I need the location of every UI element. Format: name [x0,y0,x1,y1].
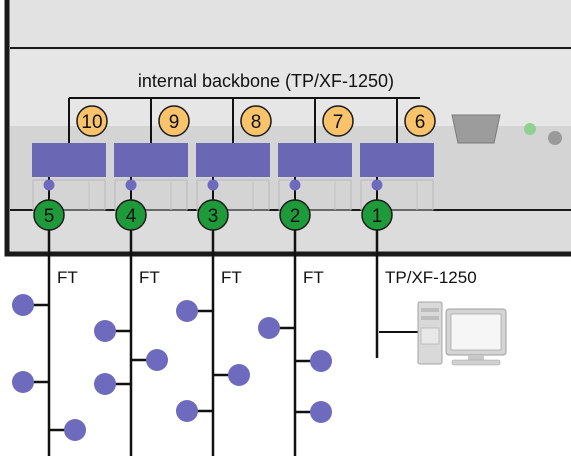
internal-backbone: internal backbone (TP/XF-1250) [68,71,420,143]
channel-port-badge-2: 2 [279,199,311,231]
backbone-port-number: 7 [333,112,344,133]
router-port-dot [125,179,137,191]
backbone-port-badge-7: 7 [322,105,354,137]
chassis-top-band [10,0,571,48]
device-node [310,401,332,423]
router-block [360,143,434,177]
channel-port-badge-1: 1 [361,199,393,231]
port-slot [360,179,434,211]
backbone-port-number: 6 [415,112,426,133]
backbone-label: internal backbone (TP/XF-1250) [138,71,394,91]
channel-label-3: FT [221,268,242,287]
backbone-port-number: 8 [251,112,262,133]
channel-lines [47,230,379,456]
backbone-port-badge-6: 6 [404,105,436,137]
device-nodes [12,294,332,441]
backbone-port-number: 9 [169,112,180,133]
device-node [64,419,86,441]
router-port-dot [289,179,301,191]
serial-port-icon [451,114,501,144]
device-node [176,300,198,322]
router-blocks [32,143,434,212]
device-node [258,317,280,339]
backbone-port-number: 10 [81,112,102,133]
status-led-gray [548,131,562,145]
backbone-port-badges: 10 9 8 7 6 [76,105,436,137]
device-node [94,320,116,342]
channel-label-5: FT [57,268,78,287]
channel-port-badge-5: 5 [33,199,65,231]
channel-port-number: 1 [372,206,383,227]
backbone-port-badge-10: 10 [76,105,108,137]
port-slot [278,179,352,211]
channel-label-1: TP/XF-1250 [385,268,477,287]
backbone-port-badge-8: 8 [240,105,272,137]
device-node [12,371,34,393]
channel-port-number: 3 [208,206,219,227]
channel-port-badge-4: 4 [115,199,147,231]
device-node [310,350,332,372]
port-slots [32,179,434,211]
channel-port-badge-3: 3 [197,199,229,231]
port-slot [196,179,270,211]
channel-label-2: FT [303,268,324,287]
router-port-dot [207,179,219,191]
channel-label-4: FT [139,268,160,287]
device-node [176,400,198,422]
router-block [32,143,106,177]
channel-port-number: 5 [44,206,55,227]
device-node [94,373,116,395]
channel-labels: FT FT FT FT TP/XF-1250 [57,268,477,287]
channel-port-badges: 5 4 3 2 1 [33,199,393,231]
channel-port-number: 4 [126,206,137,227]
router-block [196,143,270,177]
device-node [228,364,250,386]
router-port-dot [371,179,383,191]
status-led-green [524,123,536,135]
backbone-port-badge-9: 9 [158,105,190,137]
device-node [12,294,34,316]
channel-port-number: 2 [290,206,301,227]
device-node [146,349,168,371]
port-slot [114,179,188,211]
router-block [278,143,352,177]
router-port-dot [43,179,55,191]
port-slot [32,179,106,211]
computer-icon [379,301,507,366]
router-block [114,143,188,177]
